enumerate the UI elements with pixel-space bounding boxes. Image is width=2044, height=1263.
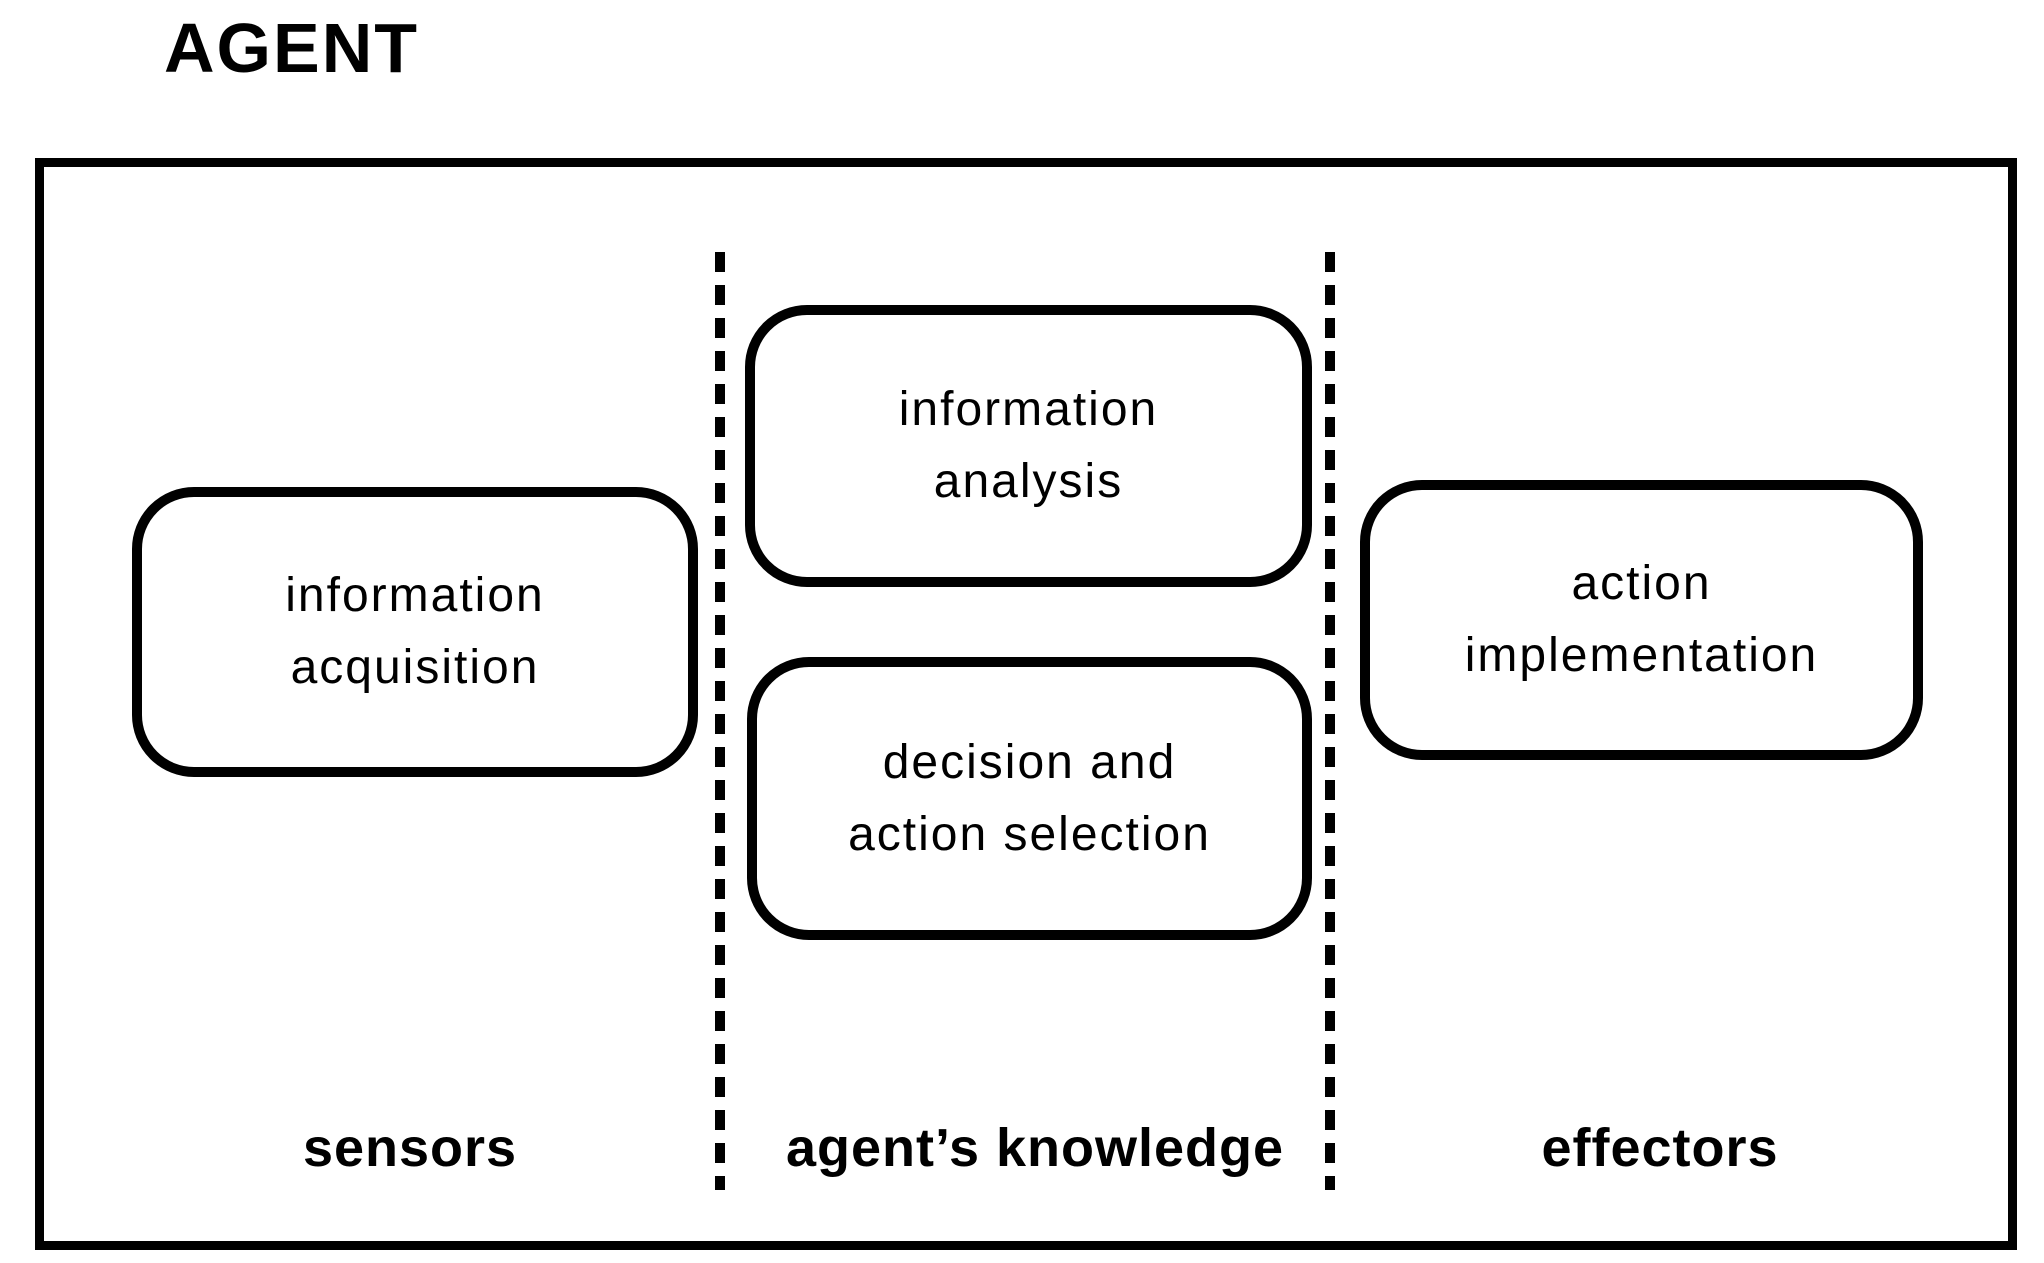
diagram-title: AGENT xyxy=(164,9,419,87)
process-box-information-analysis: information analysis xyxy=(745,305,1312,587)
process-box-action-implementation: action implementation xyxy=(1360,480,1923,760)
dashed-divider-knowledge-effectors xyxy=(1325,252,1335,1190)
process-box-label-line: implementation xyxy=(1464,629,1819,682)
process-box-label-line: acquisition xyxy=(290,641,540,694)
process-box-decision-action-selection: decision and action selection xyxy=(747,657,1312,940)
process-box-label-line: decision and xyxy=(882,735,1177,789)
section-label-agents-knowledge: agent’s knowledge xyxy=(785,1118,1285,1178)
process-box-information-acquisition: information acquisition xyxy=(132,487,698,777)
agent-boundary-frame xyxy=(35,158,2017,1250)
process-box-label-line: action xyxy=(1571,557,1712,610)
process-box-label-line: information xyxy=(898,383,1159,436)
section-label-effectors: effectors xyxy=(1541,1118,1779,1178)
process-box-label-line: information xyxy=(285,569,545,622)
process-box-label-line: analysis xyxy=(933,455,1124,508)
dashed-divider-sensors-knowledge xyxy=(715,252,725,1190)
section-label-sensors: sensors xyxy=(302,1118,518,1178)
process-box-label-line: action selection xyxy=(848,807,1211,861)
